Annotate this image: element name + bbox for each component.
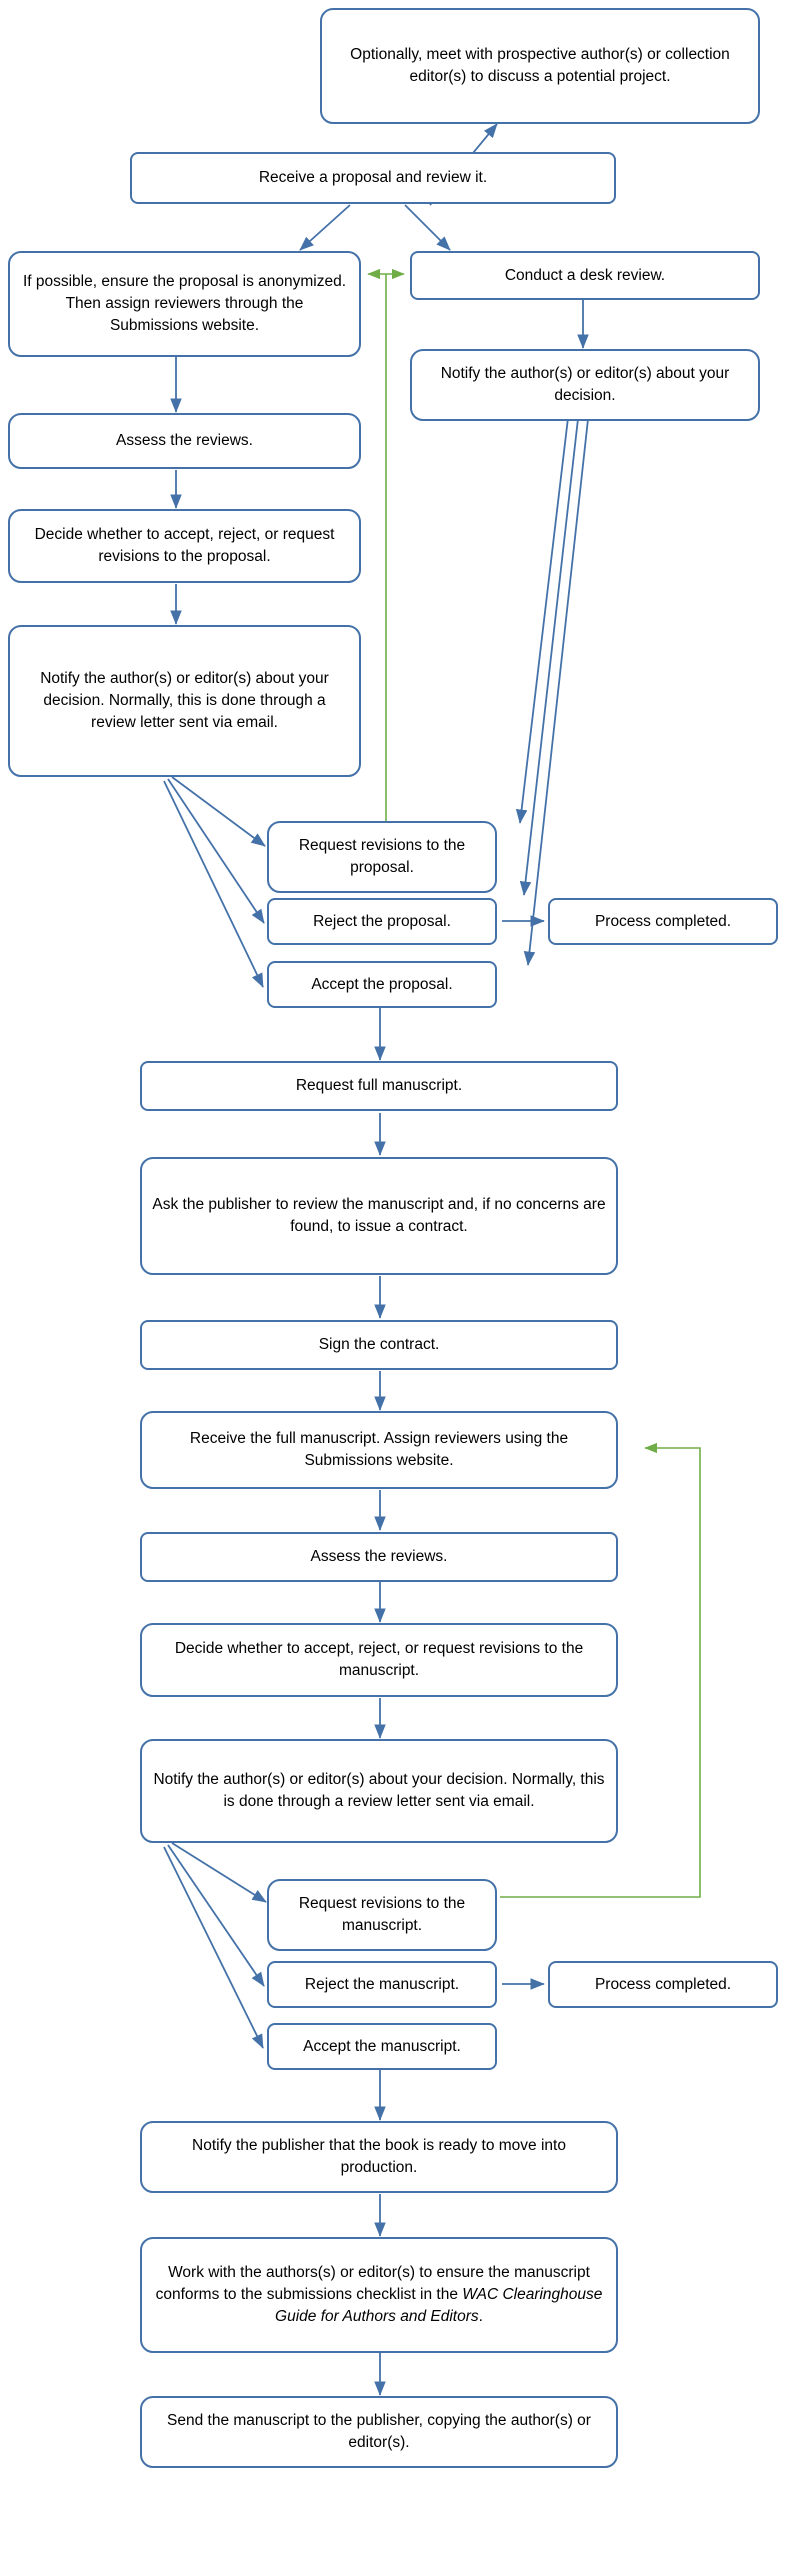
node-decide-manuscript-label: Decide whether to accept, reject, or req…	[174, 1640, 584, 1679]
node-sign-contract[interactable]: Sign the contract.	[140, 1320, 618, 1370]
node-request-full-ms-label: Request full manuscript.	[295, 1077, 463, 1094]
edge-notifyms-to-reject	[167, 1844, 265, 1987]
node-work-checklist[interactable]: Work with the authors(s) or editor(s) to…	[140, 2237, 618, 2353]
node-notify-production[interactable]: Notify the publisher that the book is re…	[140, 2121, 618, 2193]
node-reject-ms-label: Reject the manuscript.	[304, 1975, 460, 1993]
node-notify-proposal[interactable]: Notify the author(s) or editor(s) about …	[8, 625, 361, 777]
node-assess-reviews-1[interactable]: Assess the reviews.	[8, 413, 361, 469]
edge-notify-to-accept	[163, 780, 264, 988]
node-reject-ms[interactable]: Reject the manuscript.	[267, 1961, 497, 2008]
node-send-manuscript-label: Send the manuscript to the publisher, co…	[167, 2412, 591, 2451]
node-notify-desk-label: Notify the author(s) or editor(s) about …	[440, 365, 730, 404]
node-reject-proposal-label: Reject the proposal.	[313, 912, 451, 930]
edge-deskdec-to-accept	[523, 400, 591, 966]
node-work-checklist-text-before: Work with the authors(s) or editor(s) to…	[155, 2264, 590, 2303]
node-receive-full-ms-label: Receive the full manuscript. Assign revi…	[189, 1430, 569, 1469]
node-receive-full-ms[interactable]: Receive the full manuscript. Assign revi…	[140, 1411, 618, 1489]
node-desk-review[interactable]: Conduct a desk review.	[410, 251, 760, 300]
edge-receive-to-anonymize	[299, 204, 351, 251]
node-receive-proposal-label: Receive a proposal and review it.	[258, 169, 488, 186]
node-meet-label: Optionally, meet with prospective author…	[350, 46, 730, 85]
node-request-rev-ms[interactable]: Request revisions to the manuscript.	[267, 1879, 497, 1951]
node-request-full-ms[interactable]: Request full manuscript.	[140, 1061, 618, 1111]
node-assess-reviews-2-label: Assess the reviews.	[310, 1548, 448, 1565]
node-notify-proposal-label: Notify the author(s) or editor(s) about …	[40, 670, 329, 731]
node-work-checklist-label: Work with the authors(s) or editor(s) to…	[152, 2262, 606, 2328]
edge-notify-to-reject	[167, 778, 265, 924]
node-assess-reviews-1-label: Assess the reviews.	[116, 432, 253, 449]
node-anonymize-label: If possible, ensure the proposal is anon…	[22, 273, 347, 334]
node-request-rev-ms-label: Request revisions to the manuscript.	[298, 1895, 466, 1934]
node-reject-proposal[interactable]: Reject the proposal.	[267, 898, 497, 945]
edge-notify-to-request-rev	[171, 776, 266, 847]
node-notify-manuscript-label: Notify the author(s) or editor(s) about …	[153, 1771, 605, 1810]
node-decide-manuscript[interactable]: Decide whether to accept, reject, or req…	[140, 1623, 618, 1697]
node-sign-contract-label: Sign the contract.	[318, 1336, 440, 1353]
node-accept-proposal-label: Accept the proposal.	[311, 975, 453, 993]
node-send-manuscript[interactable]: Send the manuscript to the publisher, co…	[140, 2396, 618, 2468]
node-anonymize[interactable]: If possible, ensure the proposal is anon…	[8, 251, 361, 357]
edge-receive-to-desk	[404, 204, 451, 251]
node-process-completed-1[interactable]: Process completed.	[548, 898, 778, 945]
node-accept-ms-label: Accept the manuscript.	[303, 2037, 461, 2055]
edge-notifyms-to-accept	[163, 1846, 264, 2049]
node-decide-proposal-label: Decide whether to accept, reject, or req…	[34, 526, 335, 565]
edge-notifyms-to-requestrev	[171, 1842, 267, 1903]
edge-deskdec-to-request-rev	[515, 400, 571, 824]
node-work-checklist-book-title: WAC Clearinghouse Guide for Authors and …	[275, 2286, 603, 2325]
node-receive-proposal[interactable]: Receive a proposal and review it.	[130, 152, 616, 204]
node-desk-review-label: Conduct a desk review.	[504, 266, 666, 284]
node-accept-proposal[interactable]: Accept the proposal.	[267, 961, 497, 1008]
node-accept-ms[interactable]: Accept the manuscript.	[267, 2023, 497, 2070]
node-process-completed-2-label: Process completed.	[594, 1975, 732, 1993]
node-request-rev-proposal-label: Request revisions to the proposal.	[298, 837, 466, 876]
node-meet[interactable]: Optionally, meet with prospective author…	[320, 8, 760, 124]
node-process-completed-2[interactable]: Process completed.	[548, 1961, 778, 2008]
node-ask-publisher-label: Ask the publisher to review the manuscri…	[152, 1196, 606, 1235]
node-notify-manuscript[interactable]: Notify the author(s) or editor(s) about …	[140, 1739, 618, 1843]
node-decide-proposal[interactable]: Decide whether to accept, reject, or req…	[8, 509, 361, 583]
node-notify-desk[interactable]: Notify the author(s) or editor(s) about …	[410, 349, 760, 421]
node-ask-publisher[interactable]: Ask the publisher to review the manuscri…	[140, 1157, 618, 1275]
node-request-rev-proposal[interactable]: Request revisions to the proposal.	[267, 821, 497, 893]
edge-deskdec-to-reject	[519, 400, 581, 896]
node-assess-reviews-2[interactable]: Assess the reviews.	[140, 1532, 618, 1582]
node-notify-production-label: Notify the publisher that the book is re…	[192, 2137, 566, 2176]
node-work-checklist-text-after: .	[478, 2308, 483, 2325]
node-process-completed-1-label: Process completed.	[594, 912, 732, 930]
